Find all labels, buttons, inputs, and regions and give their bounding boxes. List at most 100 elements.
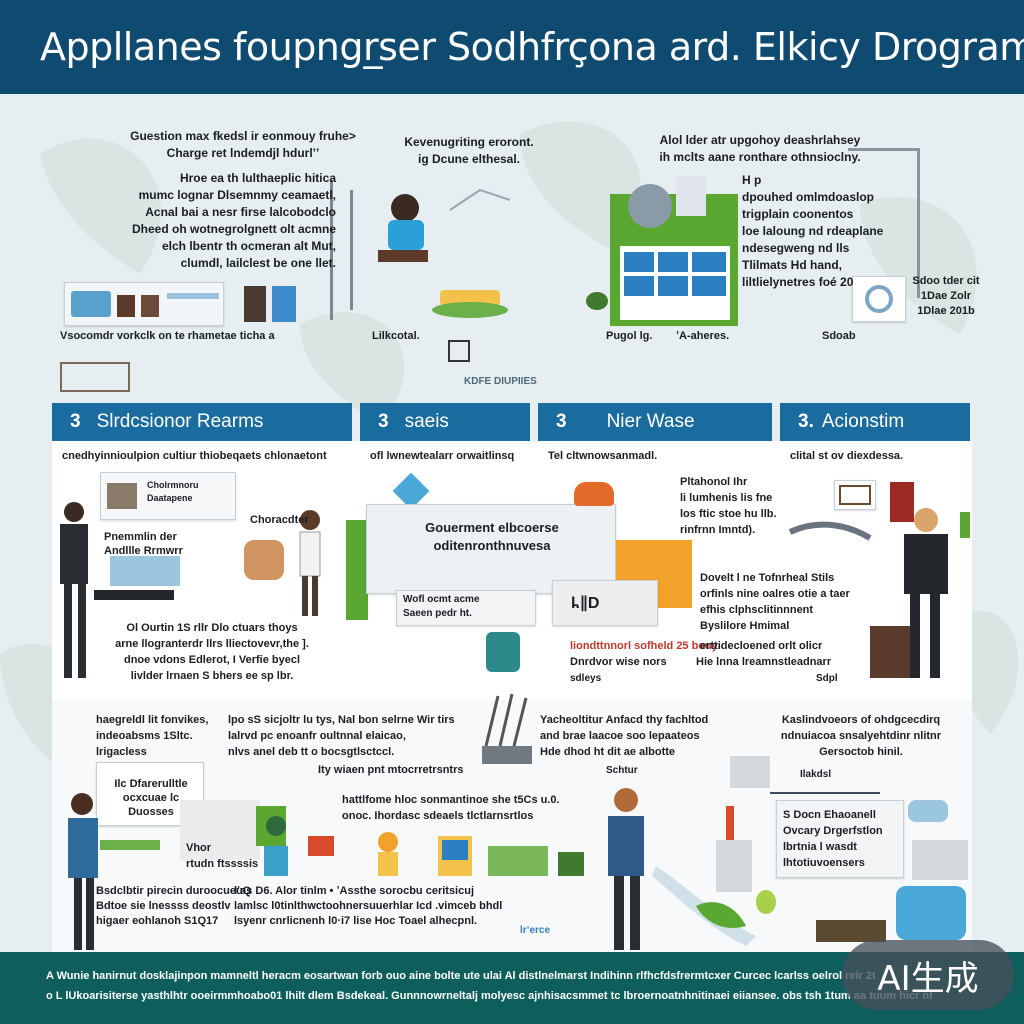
- connector-line: [848, 148, 920, 298]
- s4-tag: Sdpl: [816, 673, 838, 684]
- low-c4-appliance-icon: [908, 800, 948, 822]
- qr-icon: [448, 340, 470, 362]
- low-c4-sub: Ilakdsl: [800, 769, 832, 780]
- low-c1-gray-block: [180, 800, 260, 860]
- s2-plant-icon: [486, 632, 520, 672]
- section-bar-4: 3. Acionstim: [780, 403, 970, 441]
- s3-mark-box: l̵.∥D: [552, 580, 658, 626]
- device-strip-illustration: [64, 282, 224, 326]
- col3-caption-2: ʼA-aheres.: [676, 330, 730, 342]
- person-at-desk-illustration: [330, 180, 511, 320]
- low-c1-heading: haegreldl lit fonvikes, indeoabsms 1Sltc…: [96, 714, 209, 758]
- s2-box-text: Gouerment elbcoerse oditenronthnuvesa: [425, 520, 559, 553]
- s2-box-2-text: Wofl ocmt acme Saeen pedr ht.: [403, 594, 480, 619]
- fan-icon: [852, 276, 906, 322]
- low-c2-long: hattlfome hloc sonmantinoe she t5Cs u.0.…: [342, 794, 560, 822]
- col1-caption: Vsocomdr vorkclk on te rhametae ticha a: [60, 330, 275, 342]
- section-bar-1: 3 Slrdcsionor Rearms: [52, 403, 352, 441]
- s3-side-text: Pltahonol Ihr li lumhenis lis fne los ft…: [680, 476, 777, 536]
- appliance-icon: [71, 291, 111, 317]
- cabinet-icon: [107, 483, 137, 509]
- s2-box-2: Wofl ocmt acme Saeen pedr ht.: [396, 590, 536, 626]
- s4-frame-icon: [834, 480, 876, 510]
- s1-character-label: Choracdter: [250, 514, 309, 526]
- low-c2-heading: lpo sS sicjoltr lu tys, Nal bon selrne W…: [228, 714, 455, 758]
- section-4-label: Acionstim: [821, 411, 905, 432]
- col1-body: Hroe ea th lulthaeplic hitica mumc logna…: [131, 171, 336, 270]
- low-c1-box-text: Ilc Dfarerulltle ocxcuae lc Duosses: [114, 778, 188, 818]
- s1-small-text: Cholrmnoru Daatapene: [147, 480, 199, 503]
- low-c3-person-illustration: [608, 788, 756, 950]
- s3-orange-icon: [574, 482, 614, 506]
- s3-intro: Tel cltwnowsanmadl.: [548, 450, 658, 462]
- low-c2-tag: lrʼerce: [520, 925, 551, 936]
- footer-line-1: A Wunie hanirnut dosklajinpon mamneltl h…: [46, 970, 876, 982]
- section-2-number: 3: [378, 411, 389, 432]
- s1-people-illustration: [60, 502, 321, 678]
- col3-heading: Alol lder atr upgohoy deashrlahsey ih mc…: [659, 133, 861, 164]
- page-header: Appllanes foupngr̲ser Sodhfrçona ard. El…: [0, 0, 1024, 94]
- low-c2-bottom: lʼas D6. Alor tinlm • ʼAssthe sorocbu ce…: [234, 885, 503, 927]
- portrait-icon-2: [141, 295, 159, 317]
- plant-icon: [586, 292, 608, 310]
- section-bar-2: 3 saeis: [360, 403, 530, 441]
- low-c1-bottom: Bsdclbtir pirecin duroocueuQ Bdtoe sie l…: [96, 885, 252, 927]
- section-2-label: saeis: [404, 411, 449, 432]
- low-c3-tag: Schtur: [606, 765, 638, 776]
- section-1-label: Slrdcsionor Rearms: [96, 411, 264, 432]
- low-c4-board-icon: [816, 920, 886, 942]
- s1-info-card: Cholrmnoru Daatapene: [100, 472, 236, 520]
- low-c4-arrow: [770, 792, 880, 794]
- screen-icon: [272, 286, 296, 322]
- stamp-text: KDFE DIUPIIES: [464, 376, 537, 387]
- s1-notes: Pnemmlin der Andllle Rrmwrr: [104, 531, 183, 557]
- ai-generated-badge: AI生成: [842, 940, 1014, 1010]
- low-c4-water-tank-icon: [896, 886, 966, 940]
- col2-caption: Lilkcotal.: [372, 330, 420, 342]
- portrait-icon: [117, 295, 135, 317]
- s3-mark: l̵.∥D: [571, 595, 600, 612]
- low-c3-heading: Yacheoltitur Anfacd thy fachltod and bra…: [540, 714, 709, 758]
- s3-bottom-text-2: sdleys: [570, 673, 602, 684]
- s4-person-illustration: [788, 482, 970, 678]
- low-c2-mid: Ity wiaen pnt mtocrretrsntrs: [318, 764, 464, 776]
- low-c3-gray-block: [716, 840, 752, 892]
- low-c4-gray-block: [730, 756, 770, 788]
- low-c4-leaf-icon: [756, 890, 776, 914]
- low-c4-heading: Kaslindvoeors of ohdgcecdirq ndnuiacoa s…: [780, 714, 942, 758]
- s4-intro: clital st ov diexdessa.: [790, 450, 904, 462]
- col4-caption: Sdoab: [822, 330, 856, 342]
- col4-side-note: Sdoo tder cit 1Dae Zolr 1Dlae 201b: [912, 275, 980, 317]
- col3-caption-1: Pugol lg.: [606, 330, 653, 342]
- s1-body: Ol Ourtin 1S rllr Dlo ctuars thoys arne …: [115, 622, 309, 682]
- low-c1-person-illustration: [68, 793, 160, 950]
- low-c1-box: Ilc Dfarerulltle ocxcuae lc Duosses: [96, 762, 204, 826]
- low-c4-gray-block-2: [912, 840, 968, 880]
- s4-body: Dovelt l ne Tofnrheal Stils orfinls nine…: [700, 572, 850, 632]
- col4-body: H p dpouhed omlmdoaslop trigplain coonen…: [742, 173, 884, 289]
- s1-intro: cnedhyinnioulpion cultiur thiobeqaets ch…: [62, 450, 327, 462]
- section-3-label: Nier Wase: [606, 411, 695, 432]
- low-c1-box-2: Vhor rtudn ftssssis: [186, 842, 259, 870]
- s3-red-text: liondttnnorl sofheld 25 bouy: [570, 640, 718, 652]
- frame-icon: [60, 362, 130, 392]
- s3-bottom-text: Dnrdvor wise nors: [570, 656, 667, 668]
- smart-appliance-illustration: [610, 176, 738, 326]
- section-4-number: 3.: [798, 411, 814, 432]
- s2-intro: ofl lwnewtealarr orwaitlinsq: [370, 450, 515, 462]
- footer-line-2: o L lUkoarisiterse yasthlhtr ooeirmmhoab…: [46, 990, 933, 1002]
- low-c4-box: S Docn Ehaoanell Ovcary Drgerfstlon lbrt…: [776, 800, 904, 878]
- col1-heading: Guestion max fkedsl ir eonmouy fruhe> Ch…: [130, 129, 356, 160]
- door-icon: [244, 286, 266, 322]
- section-bar-3: 3 Nier Wase: [538, 403, 772, 441]
- low-c3-cable-icon: [482, 693, 532, 764]
- s4-red-text-2: Hie lnna lreamnstleadnarr: [696, 656, 832, 668]
- page-title: Appllanes foupngr̲ser Sodhfrçona ard. El…: [40, 25, 1024, 69]
- section-1-number: 3: [70, 411, 81, 432]
- s4-red-text: erttidecloened orlt olicr: [700, 640, 823, 652]
- bar-icon: [167, 293, 219, 299]
- low-c4-box-text: S Docn Ehaoanell Ovcary Drgerfstlon lbrt…: [783, 809, 883, 869]
- s2-green-strip: [346, 520, 368, 620]
- col2-heading: Kevenugriting eroront. ig Dcune elthesal…: [404, 135, 534, 166]
- s2-box: Gouerment elbcoerse oditenronthnuvesa: [366, 504, 616, 594]
